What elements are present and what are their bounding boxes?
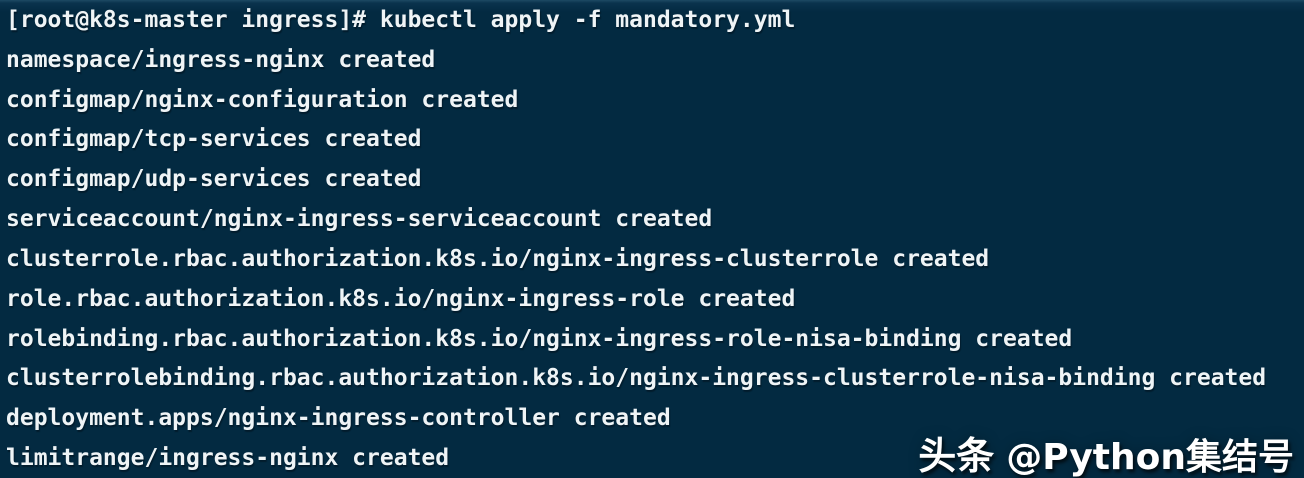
terminal-line: clusterrole.rbac.authorization.k8s.io/ng… — [6, 245, 990, 272]
terminal-line: rolebinding.rbac.authorization.k8s.io/ng… — [6, 325, 1073, 352]
terminal-line: serviceaccount/nginx-ingress-serviceacco… — [6, 206, 713, 233]
watermark: 头条 @Python集结号 — [918, 437, 1294, 476]
watermark-brand: 头条 — [918, 434, 995, 478]
terminal-line: namespace/ingress-nginx created — [6, 46, 436, 73]
terminal-line: configmap/tcp-services created — [6, 126, 422, 153]
terminal-line: limitrange/ingress-nginx created — [6, 445, 450, 472]
terminal-line: deployment.apps/nginx-ingress-controller… — [6, 405, 671, 432]
terminal-line: role.rbac.authorization.k8s.io/nginx-ing… — [6, 285, 796, 312]
terminal-line: clusterrolebinding.rbac.authorization.k8… — [6, 365, 1267, 392]
terminal-line: configmap/udp-services created — [6, 166, 422, 193]
terminal-line: configmap/nginx-configuration created — [6, 86, 519, 113]
terminal-line: [root@k8s-master ingress]# kubectl apply… — [6, 6, 796, 33]
watermark-handle: @Python集结号 — [1006, 437, 1294, 478]
